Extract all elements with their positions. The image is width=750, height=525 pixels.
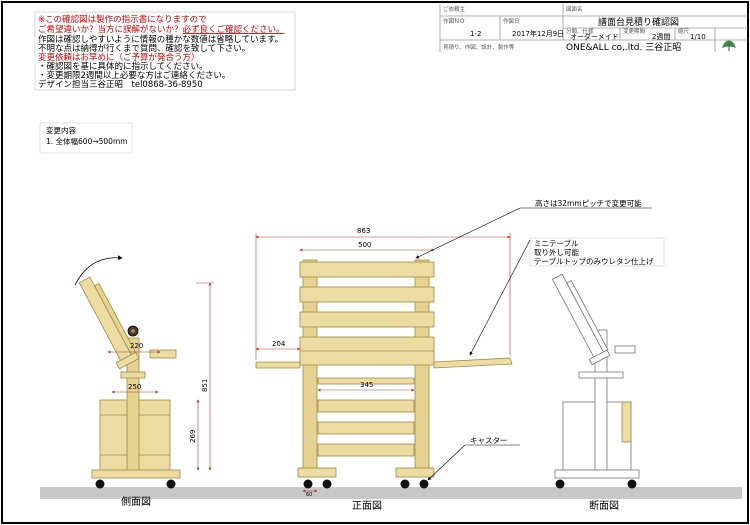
notice-line-2: ご希望違いか？当方に誤解がないか？必ず良くご確認ください。 (38, 24, 285, 35)
dim-bottom-width: 345 (360, 381, 373, 389)
customer-label: ご依頼主 (443, 5, 466, 13)
dim-top-width: 500 (358, 241, 371, 249)
change-note: 変更内容 1. 全体幅600→500mm (39, 122, 133, 154)
dim-side-mid: 250 (128, 383, 141, 391)
title-block-text: ご依頼主 図面名 譜面台見積り確認図 作図ＮＯ 1-2 作図日 2017年12月… (443, 5, 706, 53)
drawing-name-label: 図面名 (566, 5, 583, 13)
period-label: 変更期間 (623, 27, 646, 35)
notice-line-4: 不明な点は納得が行くまで質問、確認を致して下さい。 (38, 43, 250, 54)
side-casters (95, 479, 176, 489)
callout-mini-table: ミニテーブル 取り外し可能 テーブルトップのみウレタン仕上げ (469, 237, 665, 356)
rotation-arrow-icon (74, 255, 123, 286)
scale-value: 1/10 (690, 33, 706, 41)
footer-note: 見積り、作図、設計、製作等 (443, 43, 515, 51)
period-value: 2週間 (652, 32, 670, 41)
dim-side-table: 204 (272, 340, 286, 348)
dim-side-height: 851 (201, 379, 209, 392)
notice-line-5: 変更依頼はお早めに（ご予算が発合う方） (38, 52, 200, 63)
leaf-logo-icon (722, 40, 736, 51)
side-dimensions (107, 282, 214, 471)
category-label: 分類、仕様 (566, 27, 594, 35)
floor-band (40, 487, 742, 499)
dim-caster-offset: 60 (306, 492, 312, 498)
company-name: ONE&ALL co,.ltd. 三谷正昭 (566, 42, 681, 53)
drawing-name: 譜面台見積り確認図 (598, 16, 679, 28)
callout-caster: キャスター (427, 436, 520, 481)
callout-height-text: 高さは32mmピッチで変更可能 (535, 198, 642, 208)
mini-table-line-3: テーブルトップのみウレタン仕上げ (534, 256, 654, 266)
change-note-heading: 変更内容 (46, 125, 76, 135)
number-label: 作図ＮＯ (443, 17, 465, 25)
label-side-view: 側面図 (121, 495, 151, 508)
notice-line-1: ※この確認図は製作の指示書になりますので (38, 14, 207, 25)
callout-height: 高さは32mmピッチで変更可能 (415, 198, 652, 259)
notice-line-3: 作図は確認しやすいように情報の種かな数値は省略しています。 (38, 34, 283, 45)
front-dimensions (255, 233, 511, 493)
mini-table-line-1: ミニテーブル (534, 238, 579, 248)
notice-block: ※この確認図は製作の指示書になりますので ご希望違いか？当方に誤解がないか？必ず… (34, 11, 296, 91)
mini-table-line-2: 取り外し可能 (534, 247, 579, 257)
dim-side-top: 220 (130, 342, 143, 350)
side-view (78, 276, 181, 479)
dim-overall-width: 863 (357, 227, 370, 235)
drawing-number: 1-2 (470, 30, 481, 38)
scale-label: 縮尺 (678, 27, 690, 35)
notice-line-6: ・確認図を基に具体的に指示してください。 (38, 61, 208, 72)
drawing-date: 2017年12月9日 (512, 29, 564, 38)
front-casters (303, 479, 429, 489)
dim-side-base: 269 (189, 430, 197, 443)
section-view (551, 273, 640, 479)
date-label: 作図日 (503, 17, 520, 25)
front-view (255, 259, 513, 478)
label-front-view: 正面図 (352, 500, 382, 512)
title-block (439, 4, 748, 52)
notice-line-7: ・変更期限2週間以上必要な方はご連絡ください。 (38, 70, 230, 81)
change-note-item: 1. 全体幅600→500mm (46, 136, 128, 146)
category-value: オーダーメイド (570, 32, 619, 41)
label-section-view: 断面図 (589, 499, 619, 512)
notice-line-8: デザイン担当三谷正昭 tel0868-36-8950 (38, 79, 203, 90)
section-casters (555, 479, 637, 489)
callout-caster-text: キャスター (470, 436, 508, 445)
